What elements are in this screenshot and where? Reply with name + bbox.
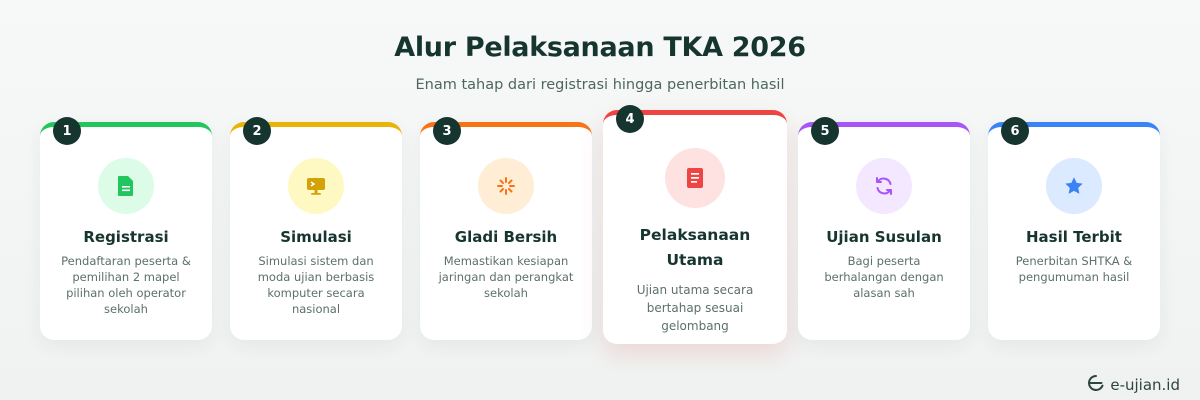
step-description: Pendaftaran peserta & pemilihan 2 mapel … xyxy=(61,254,191,316)
step-number-badge: 6 xyxy=(1001,117,1029,145)
step-description: Ujian utama secara bertahap sesuai gelom… xyxy=(636,283,754,333)
document-icon xyxy=(98,158,154,214)
step-description: Bagi peserta berhalangan dengan alasan s… xyxy=(824,254,944,300)
step-title: Simulasi xyxy=(280,228,352,246)
step-number-badge: 2 xyxy=(243,117,271,145)
page-subtitle: Enam tahap dari registrasi hingga penerb… xyxy=(415,77,785,93)
step-title: Registrasi xyxy=(83,228,169,246)
step-card-ujian-susulan: 5 Ujian Susulan Bagi peserta berhalangan… xyxy=(798,117,970,340)
step-card-gladi-bersih: 3 Gladi Bersih Memastikan kesiapan jarin… xyxy=(420,117,592,340)
step-card-hasil-terbit: 6 Hasil Terbit Penerbitan SHTKA & pengum… xyxy=(988,117,1160,340)
step-title: Gladi Bersih xyxy=(454,228,558,246)
brand-text: e-ujian.id xyxy=(1110,376,1180,394)
step-number-badge: 5 xyxy=(811,117,839,145)
brand-logo: e-ujian.id xyxy=(1086,373,1180,397)
step-title: Ujian Susulan xyxy=(826,228,942,246)
step-description: Simulasi sistem dan moda ujian berbasis … xyxy=(257,254,375,316)
step-number-badge: 3 xyxy=(433,117,461,145)
step-card-simulasi: 2 Simulasi Simulasi sistem dan moda ujia… xyxy=(230,117,402,340)
logo-icon xyxy=(1086,373,1106,397)
page-title: Alur Pelaksanaan TKA 2026 xyxy=(394,32,806,63)
step-card-pelaksanaan-utama: 4 Pelaksanaan Utama Ujian utama secara b… xyxy=(603,105,787,344)
step-title: Hasil Terbit xyxy=(1026,228,1122,246)
monitor-icon xyxy=(288,158,344,214)
clipboard-icon xyxy=(665,148,725,208)
step-title: Pelaksanaan Utama xyxy=(639,226,751,269)
step-number-badge: 4 xyxy=(616,105,644,133)
step-number-badge: 1 xyxy=(53,117,81,145)
sparkle-icon xyxy=(478,158,534,214)
step-description: Penerbitan SHTKA & pengumuman hasil xyxy=(1015,254,1133,284)
refresh-icon xyxy=(856,158,912,214)
step-card-registrasi: 1 Registrasi Pendaftaran peserta & pemil… xyxy=(40,117,212,340)
star-icon xyxy=(1046,158,1102,214)
step-description: Memastikan kesiapan jaringan dan perangk… xyxy=(438,254,574,300)
